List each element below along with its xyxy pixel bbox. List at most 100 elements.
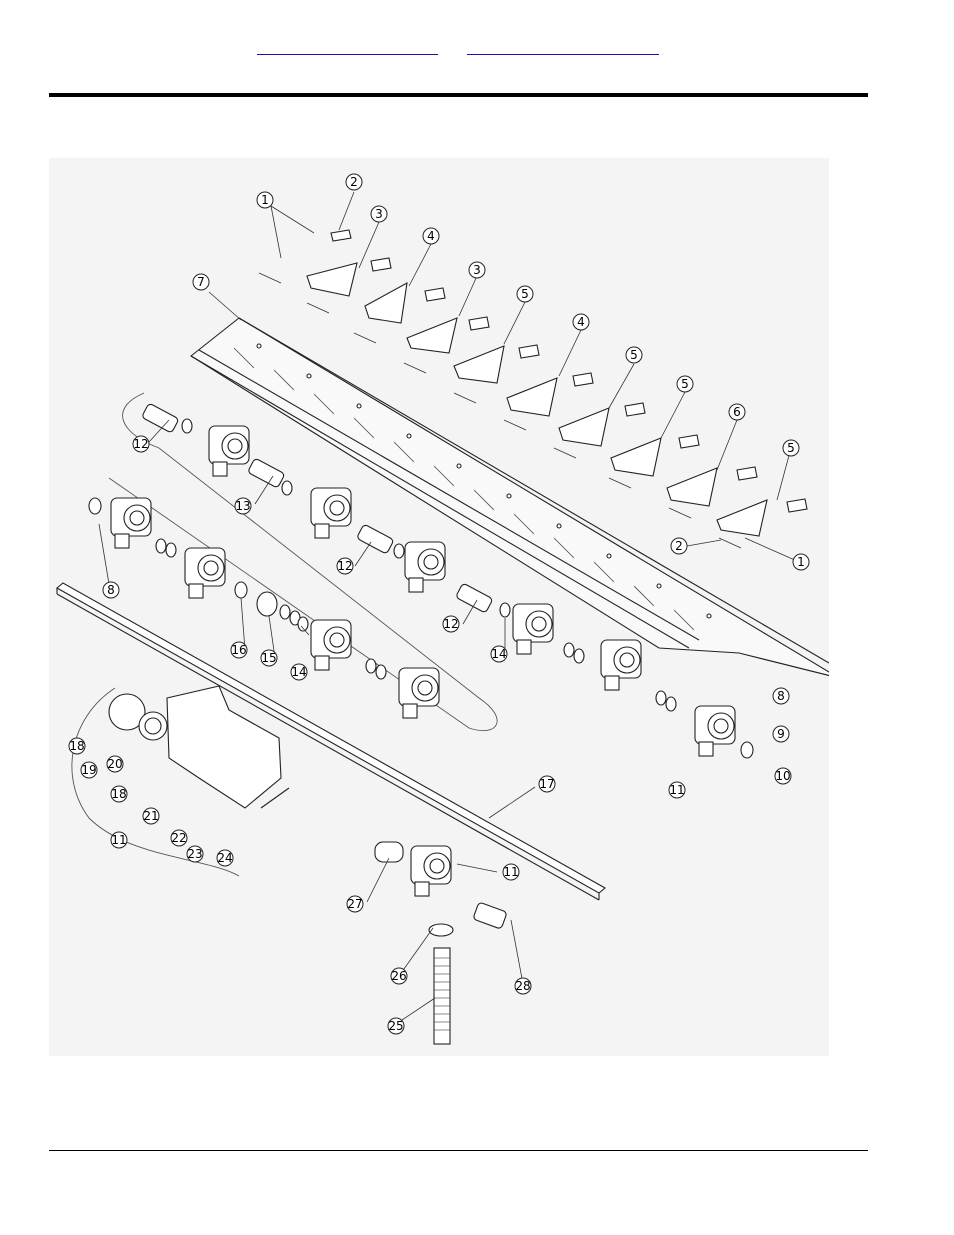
callout-19: 19 — [80, 761, 98, 779]
callout-2b: 2 — [670, 537, 688, 555]
deflector-plates — [306, 262, 768, 537]
callout-4b: 4 — [572, 313, 590, 331]
svg-text:18: 18 — [69, 739, 84, 753]
svg-text:5: 5 — [787, 441, 795, 455]
svg-text:26: 26 — [391, 969, 406, 983]
exploded-parts-diagram: 1 2 3 4 3 5 4 5 5 6 5 7 1 2 12 13 12 12 … — [49, 158, 829, 1056]
svg-text:21: 21 — [143, 809, 158, 823]
svg-text:5: 5 — [681, 377, 689, 391]
callout-24: 24 — [216, 849, 234, 867]
callout-1b: 1 — [792, 553, 810, 571]
callout-11a: 11 — [668, 781, 686, 799]
svg-text:1: 1 — [261, 193, 269, 207]
parts-drawing: 1 2 3 4 3 5 4 5 5 6 5 7 1 2 12 13 12 12 … — [56, 173, 829, 1045]
svg-text:12: 12 — [133, 437, 148, 451]
callout-11b: 11 — [502, 863, 520, 881]
svg-text:3: 3 — [375, 207, 383, 221]
callout-5a: 5 — [516, 285, 534, 303]
svg-text:25: 25 — [388, 1019, 403, 1033]
callout-7: 7 — [192, 273, 210, 291]
callout-27: 27 — [346, 895, 364, 913]
callout-8a: 8 — [102, 581, 120, 599]
svg-text:27: 27 — [347, 897, 362, 911]
callout-5c: 5 — [676, 375, 694, 393]
footer-rule — [49, 1150, 868, 1151]
svg-text:11: 11 — [503, 865, 518, 879]
svg-text:24: 24 — [217, 851, 232, 865]
header-link-left[interactable] — [257, 40, 438, 55]
callout-26: 26 — [390, 967, 408, 985]
callout-5b: 5 — [625, 346, 643, 364]
svg-text:5: 5 — [630, 348, 638, 362]
svg-text:20: 20 — [107, 757, 122, 771]
small-brackets — [330, 229, 808, 513]
callout-3: 3 — [370, 205, 388, 223]
callout-11c: 11 — [110, 831, 128, 849]
svg-text:2: 2 — [350, 175, 358, 189]
svg-text:8: 8 — [107, 583, 115, 597]
callout-13: 13 — [234, 497, 252, 515]
svg-text:23: 23 — [187, 847, 202, 861]
gearbox-housings — [110, 425, 736, 897]
spacer-tubes — [142, 403, 493, 613]
callout-15: 15 — [260, 649, 278, 667]
svg-text:12: 12 — [337, 559, 352, 573]
svg-text:5: 5 — [521, 287, 529, 301]
svg-text:10: 10 — [775, 769, 790, 783]
drive-shaft — [56, 582, 606, 894]
svg-text:13: 13 — [235, 499, 250, 513]
svg-text:4: 4 — [427, 229, 435, 243]
header-link-right[interactable] — [467, 40, 659, 55]
svg-text:8: 8 — [777, 689, 785, 703]
callout-22: 22 — [170, 829, 188, 847]
detail-parts — [108, 685, 290, 809]
callout-10: 10 — [774, 767, 792, 785]
callout-28: 28 — [514, 977, 532, 995]
callout-12b: 12 — [336, 557, 354, 575]
svg-text:14: 14 — [491, 647, 506, 661]
callout-20: 20 — [106, 755, 124, 773]
svg-text:9: 9 — [777, 727, 785, 741]
svg-text:1: 1 — [797, 555, 805, 569]
svg-text:4: 4 — [577, 315, 585, 329]
svg-text:19: 19 — [81, 763, 96, 777]
callout-group: 1 2 3 4 3 5 4 5 5 6 5 7 1 2 12 13 12 12 … — [68, 173, 810, 1035]
callout-2: 2 — [345, 173, 363, 191]
svg-text:18: 18 — [111, 787, 126, 801]
callout-4: 4 — [422, 227, 440, 245]
header-rule — [49, 93, 868, 97]
svg-text:6: 6 — [733, 405, 741, 419]
callout-12a: 12 — [132, 435, 150, 453]
callout-16: 16 — [230, 641, 248, 659]
svg-text:22: 22 — [171, 831, 186, 845]
svg-text:2: 2 — [675, 539, 683, 553]
bottom-assembly — [374, 841, 507, 1045]
callout-1: 1 — [256, 191, 274, 209]
callout-23: 23 — [186, 845, 204, 863]
callout-6: 6 — [728, 403, 746, 421]
svg-text:17: 17 — [539, 777, 554, 791]
svg-text:16: 16 — [231, 643, 246, 657]
callout-8b: 8 — [772, 687, 790, 705]
callout-18b: 18 — [110, 785, 128, 803]
callout-17: 17 — [538, 775, 556, 793]
svg-text:12: 12 — [443, 617, 458, 631]
svg-text:14: 14 — [291, 665, 306, 679]
detail-outline — [71, 687, 240, 877]
callout-5d: 5 — [782, 439, 800, 457]
callout-14a: 14 — [490, 645, 508, 663]
callout-9: 9 — [772, 725, 790, 743]
svg-text:11: 11 — [669, 783, 684, 797]
svg-text:7: 7 — [197, 275, 205, 289]
callout-14b: 14 — [290, 663, 308, 681]
callout-25: 25 — [387, 1017, 405, 1035]
callout-21: 21 — [142, 807, 160, 825]
svg-text:28: 28 — [515, 979, 530, 993]
callout-3b: 3 — [468, 261, 486, 279]
callout-12c: 12 — [442, 615, 460, 633]
svg-text:11: 11 — [111, 833, 126, 847]
svg-text:3: 3 — [473, 263, 481, 277]
washers — [88, 418, 754, 759]
svg-text:15: 15 — [261, 651, 276, 665]
callout-18a: 18 — [68, 737, 86, 755]
